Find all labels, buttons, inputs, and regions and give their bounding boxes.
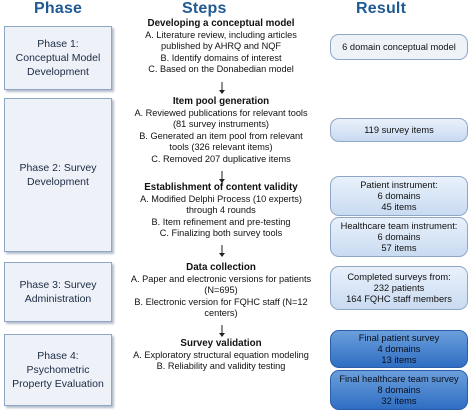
phase-4-box: Phase 4: Psychometric Property Evaluatio… (4, 334, 112, 406)
header-steps: Steps (182, 0, 227, 17)
step-line: A. Paper and electronic versions for pat… (130, 274, 312, 284)
result-line: Final healthcare team survey (339, 373, 459, 384)
result-line: 232 patients (373, 282, 425, 293)
phase-3-box: Phase 3: Survey Administration (4, 262, 112, 322)
step-line: (81 survey instruments) (173, 119, 269, 130)
result-patient-instrument: Patient instrument: 6 domains 45 items (330, 176, 468, 216)
step-line: B. Electronic version for FQHC staff (N=… (134, 296, 308, 307)
phase-1-label: Phase 1: Conceptual Model Development (15, 38, 101, 78)
step-title: Developing a conceptual model (147, 18, 295, 29)
result-line: 8 domains (377, 384, 421, 395)
step-line: published by AHRQ and NQF (160, 41, 281, 52)
step-line: (N=695) (204, 285, 238, 296)
result-line: Final patient survey (358, 332, 440, 343)
down-arrow-icon (219, 245, 225, 257)
result-line: 119 survey items (364, 124, 434, 135)
result-line: 4 domains (377, 343, 421, 354)
phase-2-label: Phase 2: Survey Development (19, 162, 97, 188)
header-phase: Phase (34, 0, 83, 17)
step-conceptual-model: Developing a conceptual model A. Literat… (118, 18, 324, 76)
step-survey-validation: Survey validation A. Exploratory structu… (118, 338, 324, 373)
step-item-pool: Item pool generation A. Reviewed publica… (118, 96, 324, 165)
step-content-validity: Establishment of content validity A. Mod… (118, 182, 324, 240)
result-line: 13 items (381, 354, 417, 365)
step-title: Item pool generation (172, 96, 270, 107)
step-line: C. Based on the Donabedian model (148, 64, 294, 75)
result-conceptual-model: 6 domain conceptual model (330, 34, 468, 60)
step-title: Survey validation (180, 338, 262, 349)
result-healthcare-team-instrument: Healthcare team instrument: 6 domains 57… (330, 217, 468, 257)
step-line: A. Reviewed publications for relevant to… (134, 108, 308, 118)
result-line: 6 domains (377, 231, 421, 242)
step-line: A. Literature review, including articles (145, 30, 297, 40)
result-survey-items: 119 survey items (330, 118, 468, 142)
result-line: 57 items (381, 242, 417, 253)
phase-2-box: Phase 2: Survey Development (4, 98, 112, 252)
result-final-patient-survey: Final patient survey 4 domains 13 items (330, 330, 468, 368)
result-line: 45 items (381, 201, 417, 212)
step-title: Establishment of content validity (144, 182, 298, 193)
result-completed-surveys: Completed surveys from: 232 patients 164… (330, 266, 468, 310)
down-arrow-icon (219, 325, 225, 337)
step-line: B. Reliability and validity testing (156, 361, 286, 372)
step-line: A. Exploratory structural equation model… (133, 350, 309, 360)
result-final-healthcare-team-survey: Final healthcare team survey 8 domains 3… (330, 370, 468, 410)
phase-4-label: Phase 4: Psychometric Property Evaluatio… (12, 350, 104, 390)
step-line: A. Modified Delphi Process (10 experts) (140, 194, 302, 204)
step-data-collection: Data collection A. Paper and electronic … (118, 262, 324, 320)
step-title: Data collection (186, 262, 256, 273)
header-result: Result (356, 0, 407, 17)
down-arrow-icon (219, 82, 225, 94)
step-line: tools (326 relevant items) (169, 142, 273, 153)
step-line: C. Removed 207 duplicative items (151, 153, 291, 164)
step-line: B. Identify domains of interest (160, 52, 282, 63)
step-line: through 4 rounds (186, 205, 256, 216)
step-line: B. Item refinement and pre-testing (151, 216, 291, 227)
step-line: C. Finalizing both survey tools (159, 228, 283, 239)
result-line: 32 items (381, 395, 417, 406)
down-arrow-icon (219, 171, 225, 183)
step-line: centers) (204, 308, 238, 319)
step-line: B. Generated an item pool from relevant (139, 130, 303, 141)
result-line: Healthcare team instrument: (340, 220, 458, 231)
result-line: 164 FQHC staff members (346, 293, 452, 304)
result-line: Completed surveys from: (347, 271, 451, 282)
result-line: 6 domain conceptual model (342, 41, 456, 52)
result-line: Patient instrument: (360, 179, 438, 190)
result-line: 6 domains (377, 190, 421, 201)
phase-1-box: Phase 1: Conceptual Model Development (4, 26, 112, 90)
phase-3-label: Phase 3: Survey Administration (19, 279, 97, 305)
